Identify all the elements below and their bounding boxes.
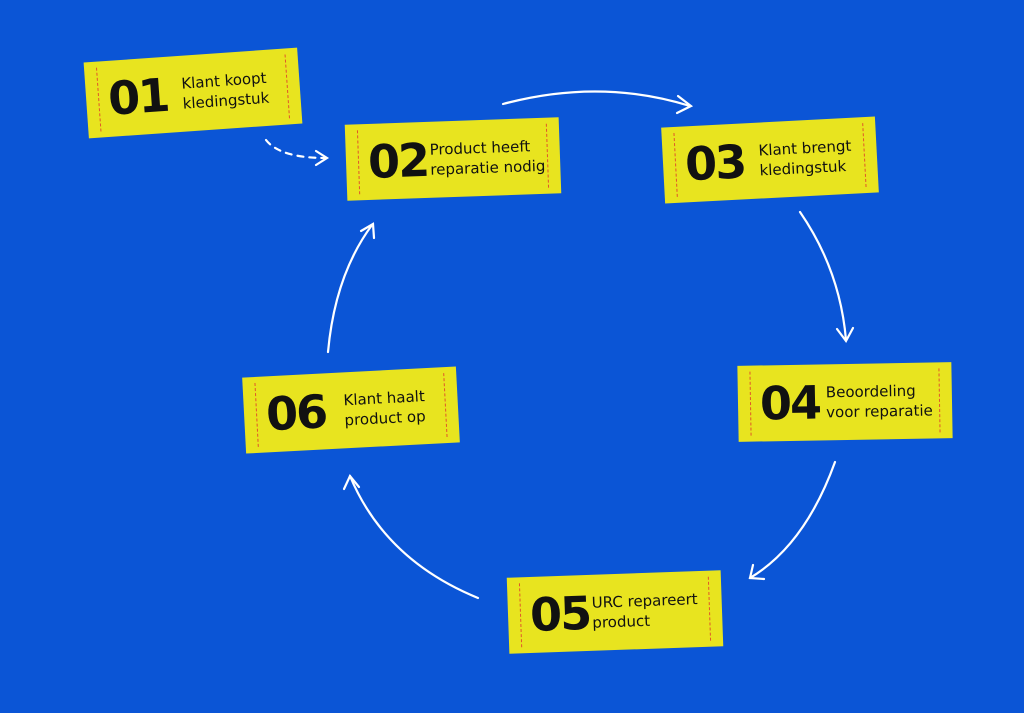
step-number: 06 [264,384,328,442]
arrow-04-05 [748,460,837,580]
arrow-04-05-head [748,563,766,581]
step-number: 04 [759,375,821,431]
arrow-02-03-head [675,94,694,115]
step-number: 05 [529,585,591,642]
arrow-01-02-head [314,149,330,167]
step-05: 05 URC repareert product [506,570,724,654]
step-04: 04 Beoordeling voor reparatie [737,362,953,442]
arrow-06-02-head [359,222,376,240]
step-text: Klant koopt kledingstuk [180,68,270,113]
step-text: Product heeft reparatie nodig [429,137,546,179]
step-number: 01 [106,67,170,126]
step-06: 06 Klant haalt product op [242,366,460,454]
arrow-05-06-head [342,473,361,491]
step-text: Beoordeling voor reparatie [825,381,933,422]
step-number: 03 [683,134,747,192]
arrow-03-04-head [835,326,855,344]
step-text: URC repareert product [591,590,698,632]
step-03: 03 Klant brengt kledingstuk [661,116,879,204]
step-01: 01 Klant koopt kledingstuk [83,47,303,139]
step-text: Klant brengt kledingstuk [758,136,852,180]
arrow-02-03 [501,90,692,108]
step-text: Klant haalt product op [343,387,427,430]
step-number: 02 [367,132,429,189]
step-02: 02 Product heeft reparatie nodig [344,117,562,201]
arrow-06-02 [326,223,374,354]
arrow-05-06 [348,474,480,600]
arrow-01-02 [264,138,328,160]
arrow-03-04 [798,210,848,342]
